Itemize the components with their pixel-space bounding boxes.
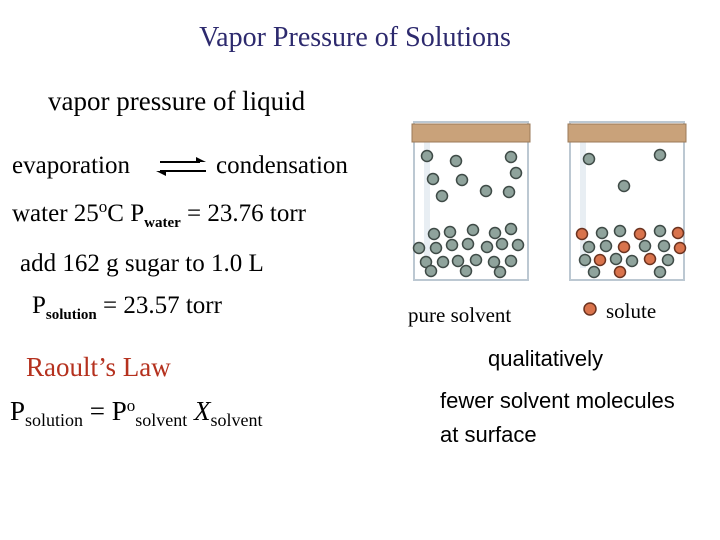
law-p: P	[10, 396, 26, 426]
water-vapor-pressure: water 25oC Pwater = 23.76 torr	[12, 197, 306, 231]
vapor-molecules	[582, 148, 667, 193]
pure-solvent-beaker	[411, 121, 531, 281]
equilibrium-arrows-icon	[156, 157, 206, 176]
cork-icon	[567, 123, 687, 143]
law-sub-solution: solution	[25, 410, 84, 430]
beaker-highlight	[424, 140, 430, 268]
law-x: X	[194, 396, 211, 426]
qualitatively-text: qualitatively	[488, 346, 603, 371]
condensation-label: condensation	[216, 152, 348, 179]
solution-value: = 23.57 torr	[96, 292, 222, 319]
solute-legend-icon	[583, 302, 597, 316]
solution-molecules	[575, 224, 687, 279]
fewer-molecules-text: fewer solvent molecules	[440, 388, 675, 413]
evaporation-label: evaporation	[12, 152, 131, 179]
add-sugar-text: add 162 g sugar to 1.0 L	[20, 250, 264, 277]
law-eq: = P	[83, 396, 127, 426]
solution-p: P	[32, 292, 46, 319]
solute-label: solute	[606, 299, 657, 323]
page-title: Vapor Pressure of Solutions	[199, 22, 511, 53]
solution-vapor-pressure: Psolution = 23.57 torr	[32, 292, 222, 323]
law-sup-o: o	[126, 396, 136, 415]
solution-beaker	[567, 121, 687, 281]
degree-superscript: o	[98, 197, 108, 216]
liquid-molecules	[412, 222, 525, 279]
cork-icon	[411, 123, 531, 143]
vapor-pressure-heading: vapor pressure of liquid	[48, 86, 306, 116]
law-sub-solvent-2: solvent	[210, 410, 263, 430]
solution-subscript: solution	[45, 307, 97, 323]
water-prefix: water 25	[12, 200, 99, 227]
beaker-highlight	[580, 140, 586, 268]
pure-solvent-label: pure solvent	[408, 303, 512, 327]
beaker-glass	[569, 121, 685, 281]
water-value: = 23.76 torr	[180, 200, 306, 227]
raoults-law-equation: Psolution = Posolvent Xsolvent	[10, 396, 263, 430]
beaker-glass	[413, 121, 529, 281]
law-sub-solvent: solvent	[135, 410, 188, 430]
water-unit: C P	[107, 200, 145, 227]
vapor-molecules	[420, 149, 523, 203]
water-subscript: water	[144, 215, 181, 231]
raoults-law-title: Raoult’s Law	[26, 352, 171, 382]
at-surface-text: at surface	[440, 422, 537, 447]
